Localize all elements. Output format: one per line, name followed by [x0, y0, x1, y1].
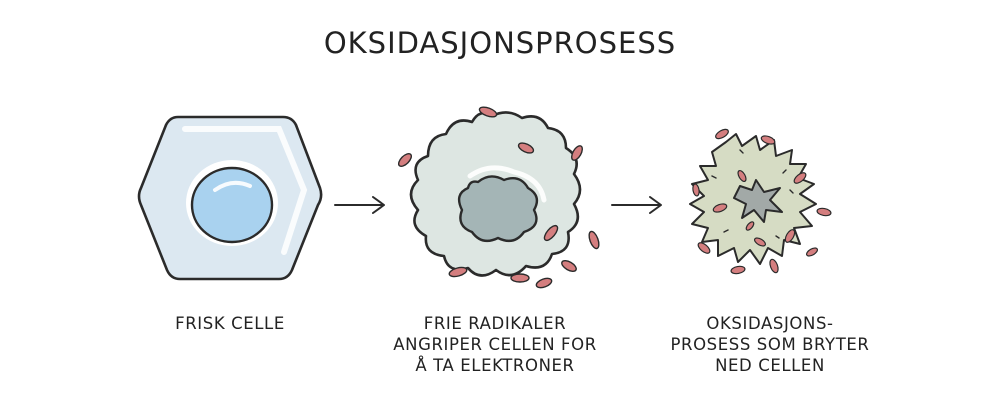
free-radical [478, 106, 498, 118]
free-radicals-attack [397, 106, 600, 289]
free-radical [769, 258, 779, 274]
arrow-right-icon [611, 196, 662, 214]
caption-line: OKSIDASJONS- [706, 314, 834, 333]
free-radical [697, 242, 711, 254]
free-radical [730, 265, 746, 275]
free-radical [588, 230, 600, 250]
caption-free-radicals: FRIE RADIKALER ANGRIPER CELLEN FOR Å TA … [375, 313, 615, 376]
caption-oxidation-breakdown: OKSIDASJONS- PROSESS SOM BRYTER NED CELL… [650, 313, 890, 376]
caption-line: Å TA ELEKTRONER [415, 356, 575, 375]
broken-cell [689, 133, 817, 265]
free-radical [715, 128, 729, 140]
free-radical [517, 142, 535, 154]
free-radical [448, 266, 468, 278]
diagram-title: OKSIDASJONSPROSESS [323, 26, 677, 60]
free-radical [535, 277, 553, 289]
free-radical [816, 207, 832, 217]
free-radical [543, 224, 559, 242]
healthy-cell [137, 115, 323, 281]
arrow-right-icon [334, 196, 385, 214]
free-radical [397, 152, 413, 168]
free-radical [737, 169, 747, 183]
caption-line: PROSESS SOM BRYTER [670, 335, 870, 354]
attacked-nucleus-halo [467, 165, 547, 203]
attacked-cell [409, 111, 582, 277]
free-radical [793, 172, 807, 184]
free-radical [745, 221, 755, 231]
caption-line: NED CELLEN [715, 356, 825, 375]
caption-line: FRISK CELLE [175, 314, 285, 333]
free-radical [784, 229, 796, 243]
free-radical [561, 260, 577, 272]
caption-healthy-cell: FRISK CELLE [130, 313, 330, 334]
free-radical [692, 183, 700, 197]
healthy-nucleus-shine [213, 180, 252, 192]
healthy-cell-inner-highlight [182, 126, 308, 255]
caption-line: FRIE RADIKALER [423, 314, 567, 333]
broken-nucleus [733, 179, 783, 223]
caption-line: ANGRIPER CELLEN FOR [393, 335, 597, 354]
free-radical [760, 135, 776, 145]
free-radical [753, 237, 767, 247]
free-radical [805, 247, 819, 257]
free-radicals-breakdown [692, 128, 832, 275]
broken-cell-speckle [711, 149, 794, 239]
attacked-nucleus [457, 175, 539, 243]
free-radical [510, 273, 530, 283]
free-radical [712, 203, 728, 213]
healthy-nucleus [190, 166, 274, 244]
free-radical [571, 145, 583, 161]
